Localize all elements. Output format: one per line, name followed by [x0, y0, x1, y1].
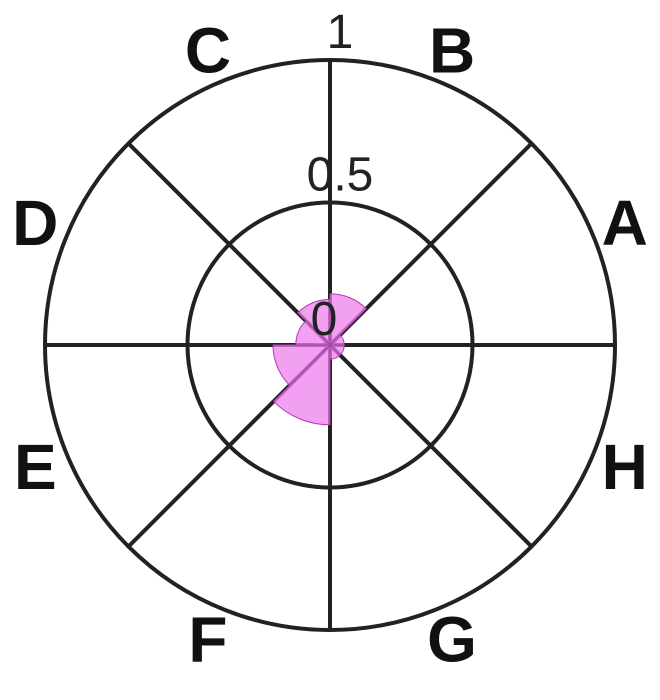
category-label-h: H	[602, 431, 648, 503]
category-label-b: B	[429, 14, 475, 86]
category-labels: A B C D E F G H	[12, 14, 648, 675]
radial-tick-labels: 00.51	[307, 6, 374, 346]
category-label-e: E	[14, 431, 57, 503]
sector-f	[272, 343, 331, 426]
data-sectors	[272, 293, 367, 426]
category-label-f: F	[188, 604, 227, 676]
sector-b	[329, 293, 367, 347]
radial-tick-label: 0.5	[307, 149, 374, 202]
sector-c	[297, 298, 331, 347]
category-label-d: D	[12, 187, 58, 259]
radial-tick-label: 1	[327, 6, 354, 59]
radial-tick-label: 0	[311, 293, 338, 346]
category-label-c: C	[185, 14, 231, 86]
category-label-a: A	[602, 187, 648, 259]
category-label-g: G	[427, 604, 477, 676]
sector-h	[328, 344, 345, 356]
